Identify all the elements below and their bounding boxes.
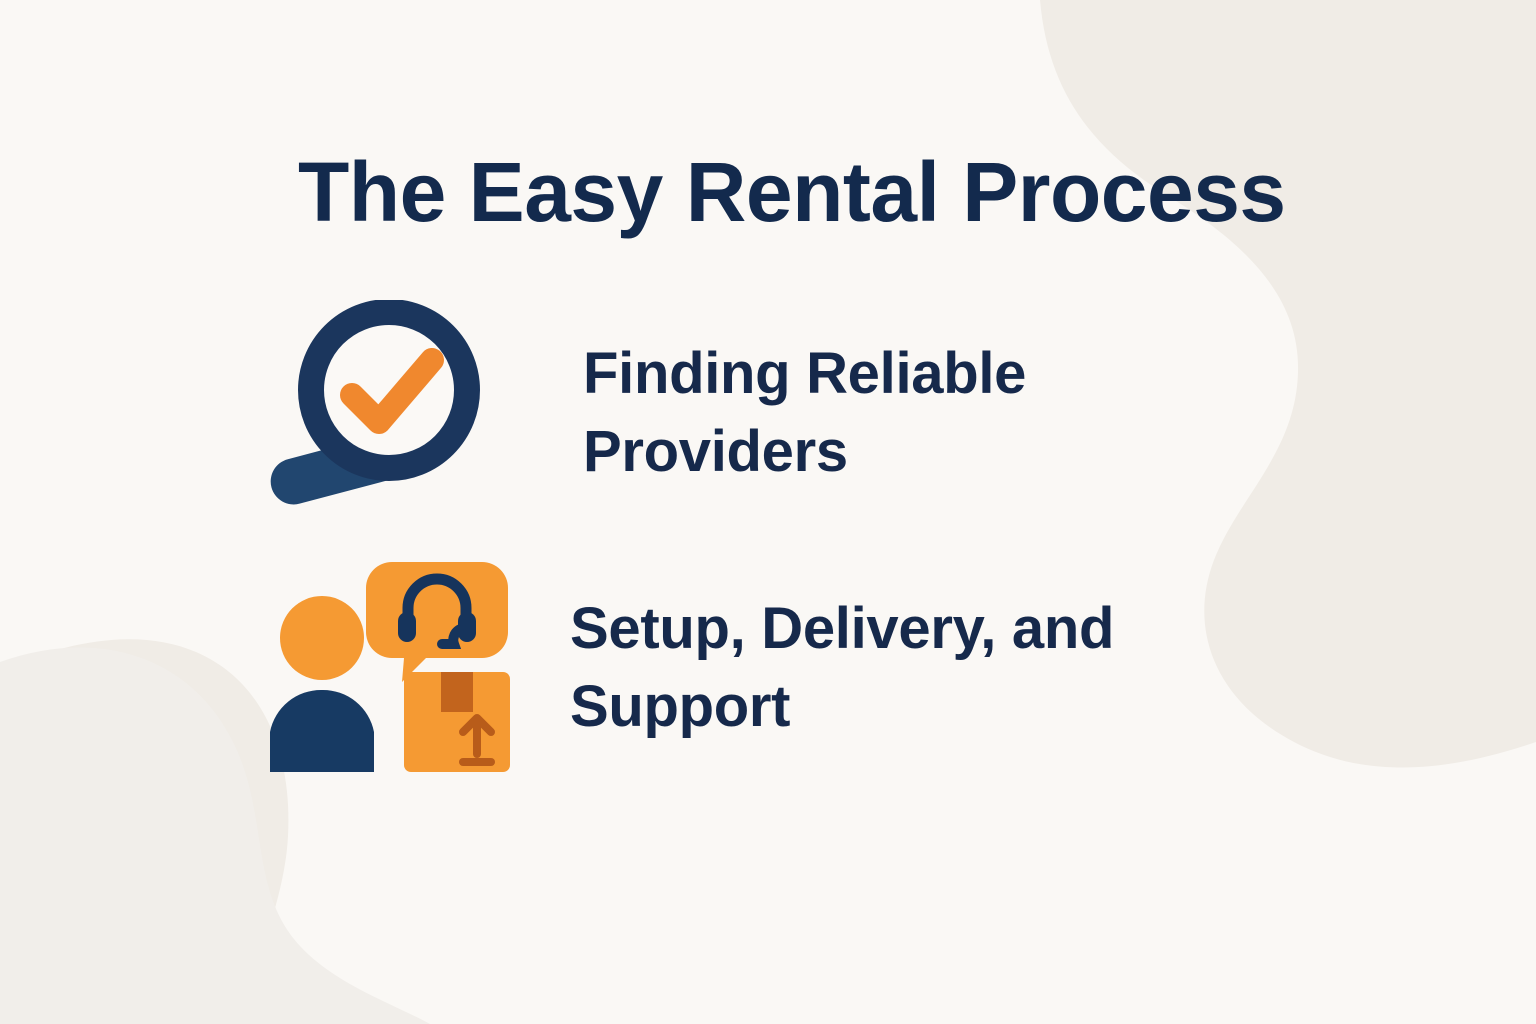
package-tape xyxy=(441,672,473,712)
person-body-icon xyxy=(270,689,374,772)
step-label-1-line-1: Setup, Delivery, and xyxy=(570,595,1115,661)
package-box-icon xyxy=(404,672,510,772)
magnifier-ring xyxy=(298,300,480,481)
magnifier-check-icon xyxy=(264,300,514,525)
step-label-0-line-2: Providers xyxy=(583,418,848,484)
check-mark xyxy=(340,348,444,434)
blob-top-right xyxy=(1040,0,1536,768)
page-title: The Easy Rental Process xyxy=(298,145,1286,239)
step-label-0-line-1: Finding Reliable xyxy=(583,340,1027,406)
step-label-1: Setup, Delivery, and Support xyxy=(570,590,1114,746)
headset-earcup-right xyxy=(458,612,476,642)
step-label-0: Finding Reliable Providers xyxy=(583,335,1026,491)
speech-bubble-icon xyxy=(366,562,508,682)
this-side-up-arrow xyxy=(459,714,495,766)
support-delivery-icon xyxy=(264,550,514,775)
blob-bottom-left xyxy=(0,639,289,1024)
person-head-icon xyxy=(280,596,364,680)
step-item-finding-reliable-providers: Finding Reliable Providers xyxy=(264,300,1026,525)
step-item-setup-delivery-support: Setup, Delivery, and Support xyxy=(264,550,1114,775)
headset-earcup-left xyxy=(398,612,416,642)
step-label-1-line-2: Support xyxy=(570,673,791,739)
